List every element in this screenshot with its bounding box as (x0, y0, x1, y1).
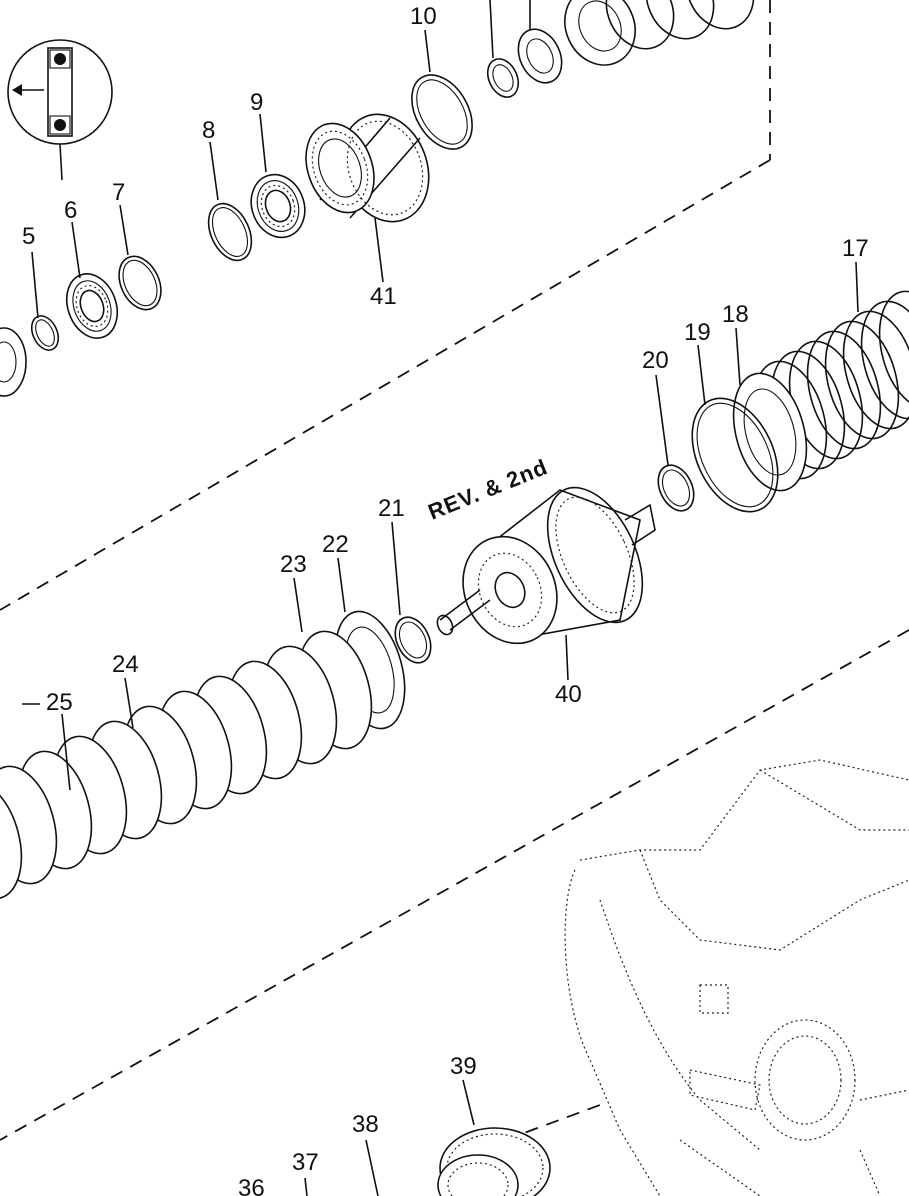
leader-5 (31, 251, 39, 319)
part-edge-bearing (0, 327, 27, 397)
callout-36: 36 (238, 1175, 265, 1196)
callout-9: 9 (250, 89, 263, 116)
leader-20 (655, 374, 669, 466)
arrow-left-icon (12, 84, 22, 96)
leader-24 (124, 677, 134, 729)
callout-23: 23 (280, 551, 307, 578)
callout-labels: 5 6 7 8 9 10 17 18 19 20 21 22 23 24 25 … (22, 3, 869, 1196)
callout-17: 17 (842, 235, 869, 262)
leader-lines (22, 0, 859, 1196)
inset-bearing (47, 47, 73, 137)
inset-bearing-top-race (49, 49, 71, 69)
leader-6 (71, 221, 81, 279)
leader-37 (304, 1177, 308, 1196)
part-17-clutch-plates (752, 290, 909, 480)
callout-8: 8 (202, 117, 215, 144)
leader-21 (391, 521, 401, 616)
leader-10 (424, 29, 431, 73)
boundary-lower (0, 629, 909, 1141)
middle-group (0, 290, 909, 900)
boundary-upper (0, 159, 771, 611)
inset-ball-bottom (54, 119, 66, 131)
part-upper-washer (517, 28, 563, 84)
part-20-ring (657, 464, 695, 512)
leader-39 (462, 1079, 475, 1126)
part-6-bearing (65, 273, 119, 339)
leader-19 (697, 344, 706, 406)
callout-10: 10 (410, 3, 437, 30)
leader-upper-ring (489, 0, 494, 59)
part-21-ring (394, 616, 432, 664)
callout-5: 5 (22, 223, 35, 250)
leader-8 (209, 141, 219, 201)
leader-9 (259, 113, 267, 173)
group-boundaries (0, 0, 909, 1141)
callout-19: 19 (684, 319, 711, 346)
inset-bearing-bottom-race (49, 115, 71, 135)
callout-25: 25 (46, 689, 73, 716)
part-39-gear (437, 1127, 551, 1196)
part-23-24-25-clutch-plates (0, 630, 373, 900)
part-40-clutch-drum (436, 486, 656, 645)
callout-6: 6 (64, 197, 77, 224)
callout-18: 18 (722, 301, 749, 328)
part-10-snap-ring (411, 74, 473, 150)
inset-ball-top (54, 53, 66, 65)
callout-39: 39 (450, 1053, 477, 1080)
callout-20: 20 (642, 347, 669, 374)
part-7-snap-ring (118, 255, 162, 311)
bearing-detail-inset (7, 39, 113, 181)
part-5-snap-ring (30, 315, 60, 351)
part-upper-clutch-pack (564, 0, 755, 66)
callout-40: 40 (555, 681, 582, 708)
callout-37: 37 (292, 1149, 319, 1176)
leader-17 (855, 261, 859, 313)
leader-22 (337, 557, 346, 613)
callout-7: 7 (112, 179, 125, 206)
upper-group (0, 0, 755, 397)
part-upper-small-ring (486, 58, 520, 98)
leader-38 (365, 1139, 379, 1196)
part-41-gear (305, 113, 430, 223)
leader-41 (374, 217, 384, 283)
leader-23 (293, 577, 303, 633)
leader-18 (735, 327, 741, 386)
boundary-bottom-short (504, 1104, 601, 1141)
callout-22: 22 (322, 531, 349, 558)
part-9-bearing (250, 173, 306, 239)
transmission-housing (564, 759, 909, 1196)
part-18-plate (732, 372, 808, 492)
callout-24: 24 (112, 651, 139, 678)
lower-group (437, 759, 909, 1196)
part-19-snap-ring (691, 397, 779, 513)
inset-leader (59, 143, 63, 181)
callout-38: 38 (352, 1111, 379, 1138)
part-8-snap-ring (207, 202, 253, 262)
callout-41: 41 (370, 283, 397, 310)
leader-7 (119, 204, 129, 256)
leader-25 (61, 713, 71, 791)
callout-21: 21 (378, 495, 405, 522)
leader-40 (565, 634, 569, 681)
section-label-rev-2nd: REV. & 2nd (425, 454, 552, 525)
